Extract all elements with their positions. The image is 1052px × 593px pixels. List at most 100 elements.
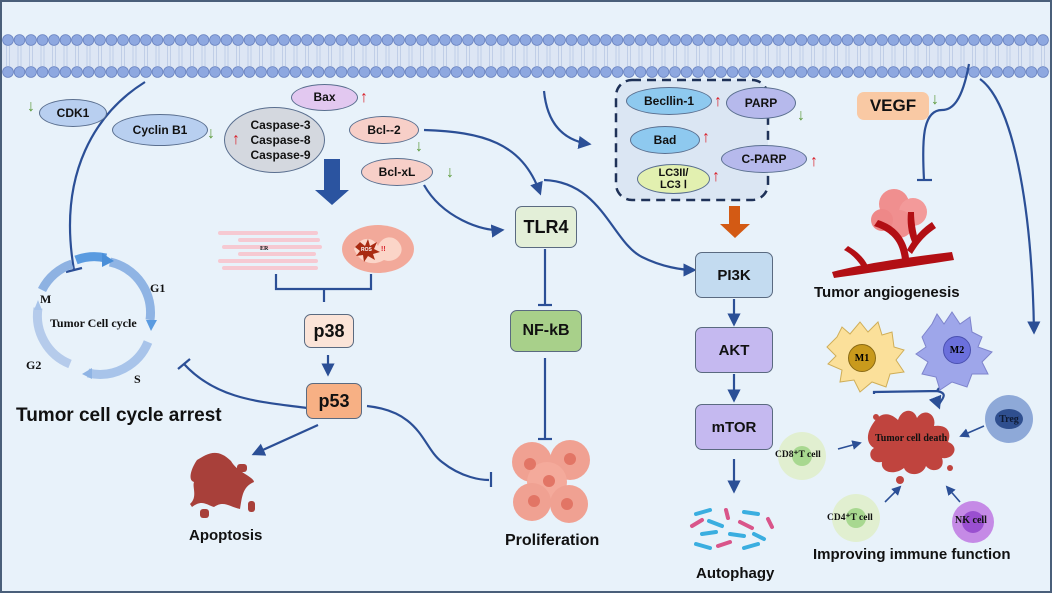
- lipid-head: [105, 66, 118, 78]
- lipid-head: [692, 66, 704, 78]
- lipid-head: [853, 66, 865, 78]
- lipid-head: [163, 34, 175, 46]
- membrane-to-cycle-inhibit-line: [69, 81, 146, 271]
- lipid-head: [669, 66, 681, 78]
- lipid-head: [922, 66, 934, 78]
- lipid-head: [991, 66, 1003, 78]
- lipid-head: [1014, 66, 1026, 78]
- bclxl-down-arrow-icon: ↓: [446, 164, 454, 181]
- lipid-head: [853, 34, 865, 46]
- lipid-head: [945, 66, 957, 78]
- lipid-head: [542, 34, 555, 46]
- lipid-head: [703, 34, 716, 46]
- lipid-head: [232, 66, 244, 78]
- p53-proliferation-line: [366, 404, 490, 482]
- lipid-head: [117, 66, 129, 78]
- lipid-head: [381, 66, 394, 78]
- lipid-head: [611, 34, 624, 46]
- lipid-head: [876, 66, 888, 78]
- lipid-head: [2, 66, 14, 78]
- lipid-head: [427, 66, 440, 78]
- cd4-arrow: [884, 485, 902, 503]
- er-label: ER: [260, 246, 269, 252]
- lipid-head: [25, 66, 37, 78]
- cell-membrane: [2, 34, 1050, 78]
- lipid-head: [358, 34, 371, 46]
- lipid-head: [899, 34, 911, 46]
- cd4-t-cell-label: CD4⁺T cell: [827, 513, 873, 523]
- er-mito-bracket: [274, 274, 373, 302]
- lipid-head: [473, 34, 486, 46]
- lipid-head: [473, 66, 486, 78]
- cd8-t-cell: [778, 432, 826, 480]
- lipid-head: [186, 66, 198, 78]
- cd4-t-cell: [832, 494, 880, 542]
- lipid-head: [531, 66, 543, 78]
- lipid-head: [140, 66, 152, 78]
- ros-burst-icon: [355, 239, 380, 262]
- lipid-head: [1002, 34, 1015, 46]
- treg-arrow: [959, 425, 985, 438]
- membrane-to-immune-line: [979, 78, 1041, 335]
- lipid-head: [289, 34, 302, 46]
- lipid-head: [818, 34, 831, 46]
- lipid-head: [266, 34, 279, 46]
- lipid-head: [933, 34, 946, 46]
- lipid-head: [818, 66, 831, 78]
- lipid-head: [680, 66, 693, 78]
- lipid-head: [255, 34, 267, 46]
- lipid-head: [439, 66, 451, 78]
- lipid-head: [772, 34, 785, 46]
- lipid-head: [945, 34, 957, 46]
- pathway-lines: [65, 63, 1041, 503]
- lipid-head: [312, 66, 325, 78]
- lipid-head: [784, 34, 796, 46]
- cd8-nucleus-icon: [792, 446, 812, 466]
- parp-node: PARP: [726, 87, 796, 119]
- lipid-head: [71, 66, 83, 78]
- cd4-nucleus-icon: [846, 508, 866, 528]
- lipid-head: [105, 34, 118, 46]
- lipid-head: [623, 34, 635, 46]
- nfkb-node: NF-kB: [510, 310, 582, 352]
- lipid-head: [209, 34, 221, 46]
- lipid-head: [646, 66, 658, 78]
- cycle-title: Tumor Cell cycle: [50, 316, 137, 330]
- c-parp-up-arrow-icon: ↑: [810, 153, 818, 170]
- lipid-head: [554, 34, 566, 46]
- lipid-head: [657, 34, 670, 46]
- lipid-head: [462, 66, 474, 78]
- lipid-head: [347, 34, 359, 46]
- cycle-arrest-outcome: Tumor cell cycle arrest: [16, 405, 222, 426]
- lipid-head: [657, 66, 670, 78]
- cycle-inhibit-bar: [65, 266, 83, 274]
- autophagy-outcome: Autophagy: [696, 565, 775, 582]
- lipid-head: [496, 66, 509, 78]
- autophagy-down-arrow-icon: [720, 206, 750, 238]
- lipid-head: [128, 66, 141, 78]
- bax-up-arrow-icon: ↑: [360, 89, 368, 106]
- angiogenesis-outcome: Tumor angiogenesis: [814, 284, 960, 301]
- lipid-head: [887, 34, 900, 46]
- lipid-head: [968, 66, 980, 78]
- apoptosis-outcome: Apoptosis: [189, 527, 263, 544]
- lipid-head: [94, 34, 106, 46]
- to-pi3k-line: [543, 178, 697, 277]
- cdk1-node: CDK1: [39, 99, 107, 127]
- lipid-head: [669, 34, 681, 46]
- apoptotic-cell-icon: [190, 452, 255, 518]
- tumor-cell-death-icon: [867, 410, 955, 475]
- lipid-head: [956, 34, 969, 46]
- pi3k-node: PI3K: [695, 252, 773, 298]
- vegf-down-arrow-icon: ↓: [931, 91, 939, 108]
- lipid-head: [301, 66, 313, 78]
- lipid-head: [393, 66, 405, 78]
- lipid-head: [910, 66, 923, 78]
- m1-macrophage: M1: [848, 344, 876, 372]
- lipid-head: [623, 66, 635, 78]
- lipid-head: [761, 34, 773, 46]
- lipid-head: [312, 34, 325, 46]
- lipid-head: [370, 66, 382, 78]
- p53-cycle-inhibit-bar: [177, 358, 191, 370]
- cyclin-b1-down-arrow-icon: ↓: [207, 125, 215, 142]
